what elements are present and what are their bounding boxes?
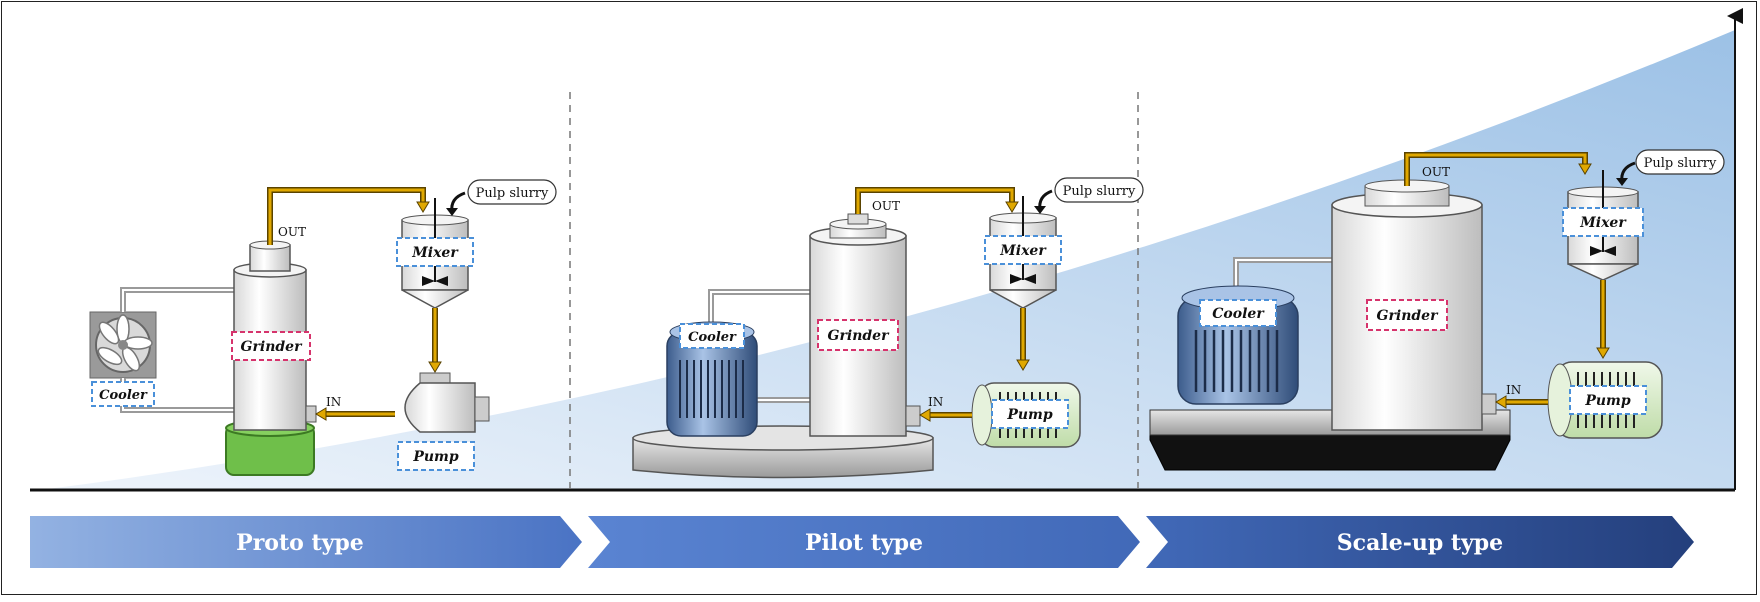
scale-mixer-label: Mixer (1579, 215, 1627, 231)
proto-pump-label: Pump (412, 449, 459, 465)
scale-pulp-label-box (1635, 149, 1725, 175)
scale-grinder-label: Grinder (1377, 308, 1440, 324)
proto-mixer-label-box (396, 237, 474, 267)
scale-grinder-label-box (1366, 299, 1448, 331)
proto-pump-body (404, 382, 476, 433)
pilot-grinder-label-box (817, 319, 899, 351)
pilot-pump-label: Pump (1006, 407, 1053, 423)
proto-mixer-label: Mixer (411, 245, 459, 261)
scale-pump-label-box (1569, 385, 1647, 415)
stage-banner-proto (30, 516, 582, 568)
stage-label-proto: Proto type (236, 530, 364, 556)
scale-cooler-label-box (1199, 299, 1277, 327)
proto-pulp-label-box (467, 179, 557, 205)
pilot-pulp-label: Pulp slurry (1063, 184, 1136, 199)
pilot-in-label: IN (928, 395, 943, 409)
stage-label-pilot: Pilot type (805, 530, 923, 556)
pilot-pump-label-box (991, 399, 1069, 429)
pilot-mixer-label-box (984, 235, 1062, 265)
proto-cooler-label: Cooler (99, 388, 148, 403)
pilot-cooler-label-box (679, 323, 745, 349)
proto-pulp-label: Pulp slurry (476, 186, 549, 201)
scale-cooler-label: Cooler (1212, 306, 1265, 322)
scale-pulp-label: Pulp slurry (1644, 156, 1717, 171)
pilot-out-label: OUT (872, 199, 900, 213)
proto-in-label: IN (326, 395, 341, 409)
proto-grinder-label: Grinder (241, 339, 304, 355)
proto-grinder-label-box (231, 331, 311, 361)
pilot-grinder-label: Grinder (828, 328, 891, 344)
pilot-mixer-label: Mixer (999, 243, 1047, 259)
scale-mixer-label-box (1562, 207, 1644, 237)
scale-in-label: IN (1506, 383, 1521, 397)
pilot-cooler-label: Cooler (688, 330, 737, 345)
scale-pump-label: Pump (1584, 393, 1631, 409)
pilot-setup (632, 187, 1081, 479)
proto-out-label: OUT (278, 225, 306, 239)
growth-area (40, 30, 1735, 490)
stage-banner-pilot (588, 516, 1140, 568)
pilot-pulp-label-box (1054, 177, 1144, 203)
proto-pump-label-box (397, 441, 475, 471)
scale-out-label: OUT (1422, 165, 1450, 179)
stage-banner-scale (1146, 516, 1694, 568)
proto-cooler-label-box (91, 381, 155, 407)
stage-label-scale: Scale-up type (1337, 530, 1503, 556)
